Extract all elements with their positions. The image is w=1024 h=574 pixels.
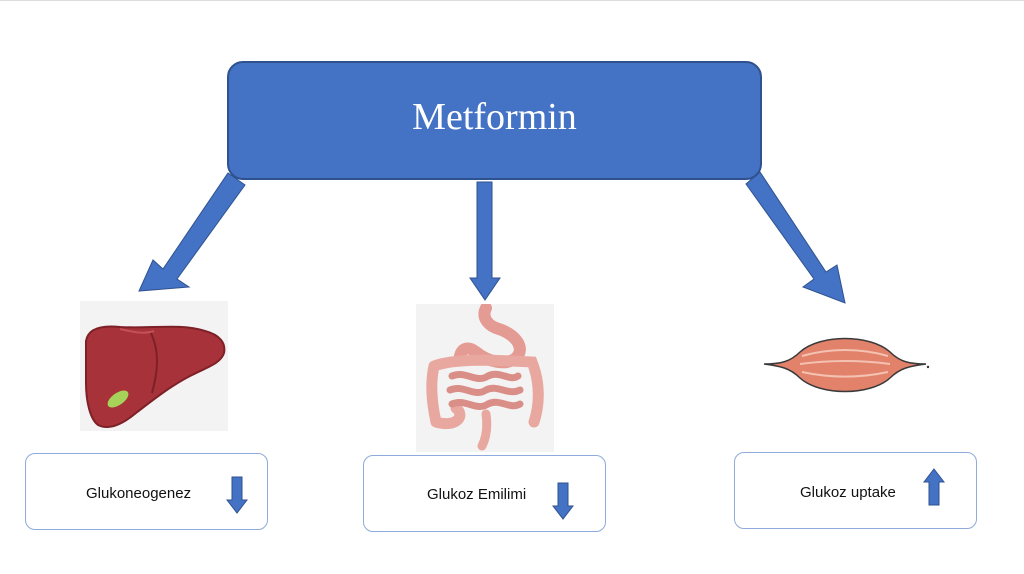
muscle-panel: [760, 320, 935, 410]
liver-icon: [85, 325, 226, 429]
top-divider: [0, 0, 1024, 1]
arrow-to-muscle: [745, 171, 846, 304]
up-arrow-icon: [923, 468, 945, 506]
effect-label: Glukoz Emilimi: [427, 486, 527, 503]
down-arrow-icon: [552, 482, 574, 520]
down-arrow-icon: [226, 476, 248, 514]
liver-panel: [80, 301, 228, 431]
effect-box-absorption: Glukoz Emilimi: [363, 455, 606, 532]
effect-label: Glukoneogenez: [86, 485, 192, 502]
intestine-icon: [426, 302, 544, 451]
muscle-icon: [763, 337, 930, 393]
main-title: Metformin: [412, 95, 577, 138]
effect-label: Glukoz uptake: [800, 484, 896, 501]
effect-box-uptake: Glukoz uptake: [734, 452, 977, 529]
intestine-panel: [416, 302, 554, 452]
arrow-to-intestine: [469, 181, 501, 301]
metformin-box: Metformin: [227, 61, 762, 180]
effect-box-gluconeogenesis: Glukoneogenez: [25, 453, 268, 530]
arrow-to-liver: [138, 172, 246, 292]
